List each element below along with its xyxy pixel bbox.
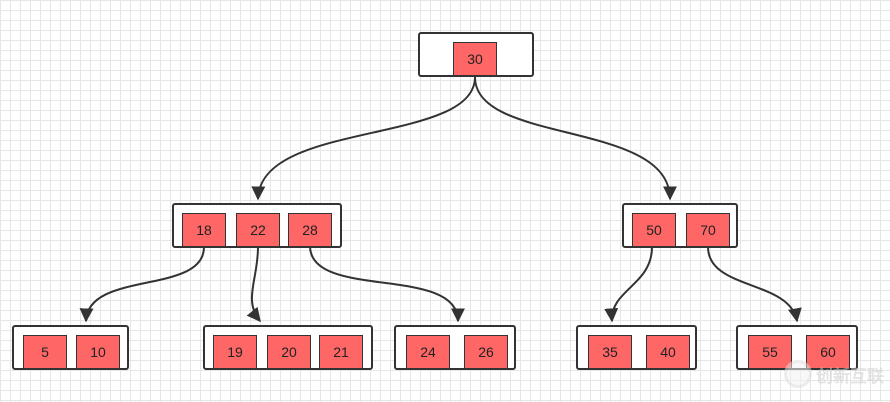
edge-28-to-leaf-24-26 [309,246,465,323]
internal-node-right: 50 70 [622,203,738,248]
key-cell: 18 [182,213,226,247]
key-cell: 20 [267,335,311,369]
key-cell: 5 [23,335,67,369]
watermark: 创新互联 [784,360,884,388]
key-cell: 28 [288,213,332,247]
key-cell: 35 [588,335,632,369]
key-cell: 10 [76,335,120,369]
key-cell: 24 [406,335,450,369]
key-cell: 70 [686,213,730,247]
leaf-node: 35 40 [576,325,697,370]
leaf-node: 55 60 [736,325,858,370]
leaf-node: 19 20 21 [203,325,373,370]
edge-22-to-leaf-19-21 [246,246,261,323]
edge-root-to-left [251,76,476,201]
key-cell: 55 [748,335,792,369]
key-cell: 60 [806,335,850,369]
watermark-text: 创新互联 [816,366,884,386]
watermark-logo-icon [784,360,812,388]
edge-18-to-leaf-5-10 [79,246,205,323]
key-cell: 19 [213,335,257,369]
edge-50-to-leaf-35-40 [604,246,653,323]
root-node: 30 [418,32,534,77]
edge-70-to-leaf-55-60 [707,246,802,323]
internal-node-left: 18 22 28 [172,203,342,248]
leaf-node: 24 26 [394,325,516,370]
key-cell: 30 [453,42,497,76]
leaf-node: 5 10 [12,325,129,370]
key-cell: 40 [646,335,690,369]
key-cell: 21 [319,335,363,369]
edge-root-to-right [474,76,677,201]
key-cell: 50 [632,213,676,247]
key-cell: 22 [236,213,280,247]
key-cell: 26 [464,335,508,369]
